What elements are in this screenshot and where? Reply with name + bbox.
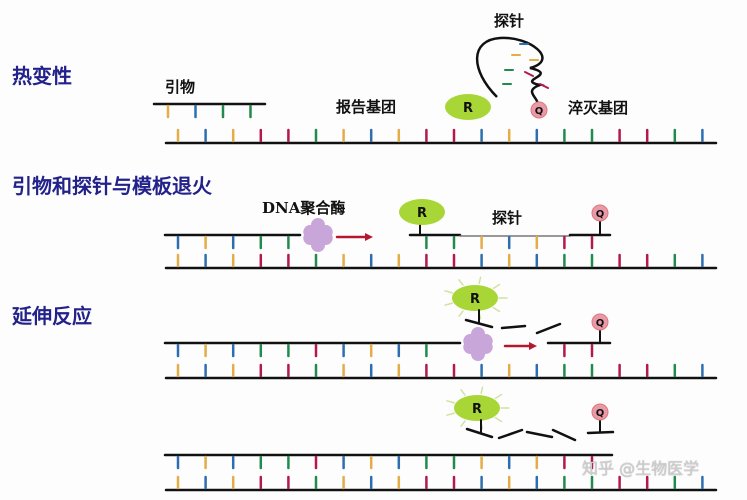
fluorescence-ray <box>444 302 454 306</box>
heading-anneal: 引物和探针与模板退火 <box>12 174 212 198</box>
label-probe-annealed: 探针 <box>492 209 523 227</box>
fluorescence-ray <box>446 412 456 416</box>
probe-fragment <box>525 430 554 439</box>
reporter-group <box>454 395 500 421</box>
reporter-group <box>452 285 498 311</box>
polymerase-enzyme <box>463 327 493 361</box>
arrow-head <box>365 233 373 241</box>
fluorescence-ray <box>458 310 464 317</box>
probe-hairpin <box>475 36 545 109</box>
reporter-letter: R <box>463 101 473 116</box>
watermark: 知乎 @生物医学 <box>582 459 700 478</box>
probe-base <box>539 83 549 89</box>
reporter-letter: R <box>472 402 482 417</box>
probe-fragment <box>497 428 524 440</box>
fluorescence-ray <box>478 276 482 284</box>
fluorescence-ray <box>492 306 501 313</box>
reporter-group <box>445 94 491 120</box>
label-quencher: 淬灭基团 <box>568 99 629 117</box>
probe-fragment <box>500 324 527 330</box>
arrow-head <box>529 342 537 350</box>
reporter-group <box>399 199 445 225</box>
fluorescence-ray <box>444 290 454 294</box>
probe-fragment <box>464 318 494 329</box>
quencher-letter: Q <box>596 408 605 419</box>
heading-extend: 延伸反应 <box>12 304 92 328</box>
fluorescence-ray <box>492 283 501 290</box>
probe-fragment <box>586 430 615 435</box>
quencher-letter: Q <box>596 318 605 329</box>
fluorescence-ray <box>446 400 456 404</box>
label-probe: 探针 <box>494 12 525 30</box>
label-polymerase: DNA聚合酶 <box>262 199 346 217</box>
probe-base <box>524 71 534 77</box>
label-primer: 引物 <box>165 78 196 96</box>
label-reporter: 报告基团 <box>336 98 397 116</box>
quencher-group <box>591 403 609 421</box>
fluorescence-ray <box>494 393 503 400</box>
quencher-letter: Q <box>535 106 544 117</box>
fluorescence-ray <box>458 279 464 286</box>
heading-denature: 热变性 <box>12 64 72 88</box>
fluorescence-ray <box>460 420 466 427</box>
fluorescence-ray <box>494 416 503 423</box>
quencher-group <box>591 204 609 222</box>
probe-fragment <box>465 427 494 439</box>
fluorescence-ray <box>480 386 484 394</box>
reporter-letter: R <box>417 206 427 221</box>
quencher-group <box>591 313 609 331</box>
polymerase-enzyme <box>303 218 333 252</box>
probe-fragment <box>535 322 562 335</box>
probe-fragment <box>551 428 577 442</box>
reporter-letter: R <box>470 292 480 307</box>
fluorescence-ray <box>460 389 466 396</box>
quencher-group <box>530 101 548 119</box>
quencher-letter: Q <box>596 209 605 220</box>
